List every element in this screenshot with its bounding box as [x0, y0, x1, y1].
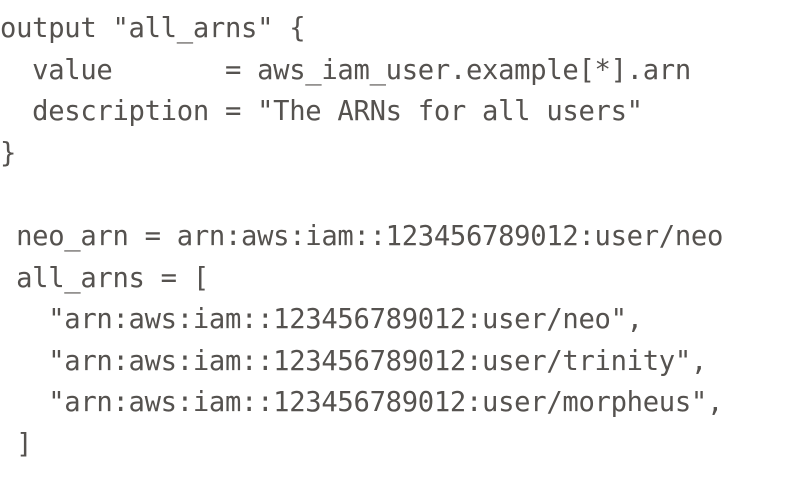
- code-content: output "all_arns" { value = aws_iam_user…: [0, 8, 792, 466]
- code-line-8-arn-neo: "arn:aws:iam::123456789012:user/neo",: [0, 304, 643, 336]
- code-line-5-blank: [0, 174, 792, 216]
- code-line-3-description-attribute: description = "The ARNs for all users": [0, 96, 643, 128]
- code-line-1-output-declaration: output "all_arns" {: [0, 13, 306, 44]
- code-line-6-neo-arn-output: neo_arn = arn:aws:iam::123456789012:user…: [0, 220, 724, 252]
- code-line-7-all-arns-open-bracket: all_arns = [: [0, 262, 209, 294]
- code-line-4-closing-brace: }: [0, 137, 17, 169]
- terraform-code-block: output "all_arns" { value = aws_iam_user…: [0, 8, 792, 466]
- code-line-11-closing-bracket: ]: [0, 428, 33, 460]
- code-line-10-arn-morpheus: "arn:aws:iam::123456789012:user/morpheus…: [0, 387, 724, 419]
- code-line-9-arn-trinity: "arn:aws:iam::123456789012:user/trinity"…: [0, 345, 708, 377]
- code-line-2-value-attribute: value = aws_iam_user.example[*].arn: [0, 54, 691, 86]
